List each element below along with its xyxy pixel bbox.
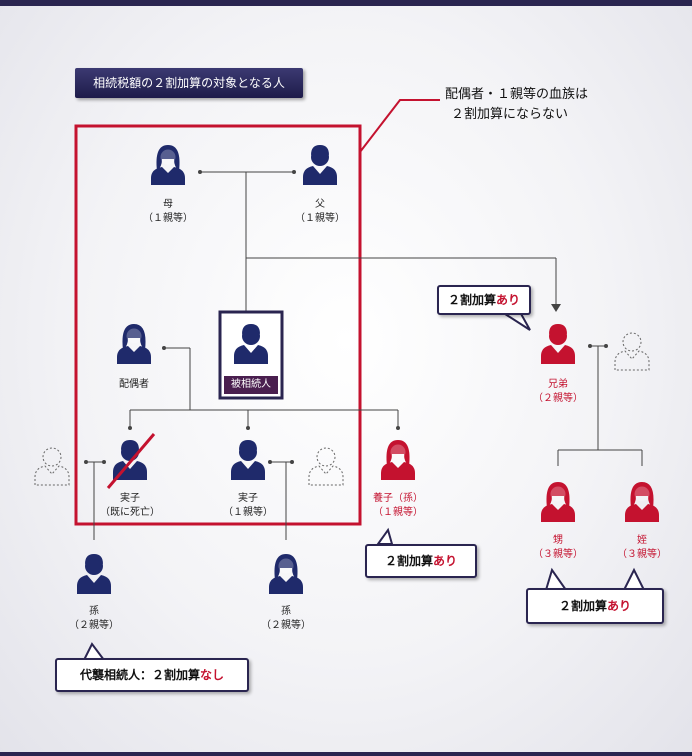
- child-icon: [231, 440, 265, 480]
- exclusion-frame: [74, 124, 362, 526]
- mother-label: 母（１親等）: [143, 199, 193, 224]
- nephew-niece-surcharge-bubble: ２割加算あり: [526, 588, 664, 624]
- grandchild1-icon: [77, 554, 111, 594]
- nephew-bubble-tail: [544, 567, 568, 591]
- grandchild-surcharge-bubble: 代襲相続人：２割加算なし: [55, 658, 249, 692]
- diagram-title: 相続税額の２割加算の対象となる人: [75, 68, 303, 98]
- spouse-icon: [117, 324, 151, 364]
- niece-bubble-tail: [622, 567, 646, 591]
- sibling-surcharge-bubble: ２割加算あり: [437, 285, 531, 315]
- father-label: 父（１親等）: [295, 199, 345, 224]
- spouse-label: 配偶者: [119, 379, 149, 390]
- sibling-label: 兄弟（２親等）: [533, 379, 583, 404]
- connector-lines: [86, 171, 643, 540]
- callout-leader: [359, 99, 440, 153]
- father-icon: [303, 145, 337, 185]
- decedent-label: 被相続人: [224, 376, 278, 394]
- sibling-icon: [541, 324, 575, 364]
- exclusion-callout: 配偶者・１親等の血族は ２割加算にならない: [445, 87, 589, 122]
- sibling-spouse-icon: [614, 332, 650, 371]
- child-spouse-icon: [34, 447, 70, 486]
- grandchild2-icon: [269, 554, 303, 594]
- nephew-label: 甥（３親等）: [533, 535, 583, 560]
- adopted-bubble-tail: [376, 527, 394, 545]
- adopted-label: 養子（孫）（１親等）: [373, 493, 423, 518]
- deceased-child-label: 実子（既に死亡）: [100, 493, 160, 518]
- child-label: 実子（１親等）: [223, 493, 273, 518]
- adopted-surcharge-bubble: ２割加算あり: [365, 544, 477, 578]
- grandchild1-label: 孫（２親等）: [69, 606, 119, 631]
- niece-label: 姪（３親等）: [617, 535, 667, 560]
- mother-icon: [151, 145, 185, 185]
- nephew-icon: [541, 482, 575, 522]
- child2-spouse-icon: [308, 447, 344, 486]
- grandchild2-label: 孫（２親等）: [261, 606, 311, 631]
- deceased-cross-mark: [106, 433, 156, 489]
- adopted-grandchild-icon: [381, 440, 415, 480]
- niece-icon: [625, 482, 659, 522]
